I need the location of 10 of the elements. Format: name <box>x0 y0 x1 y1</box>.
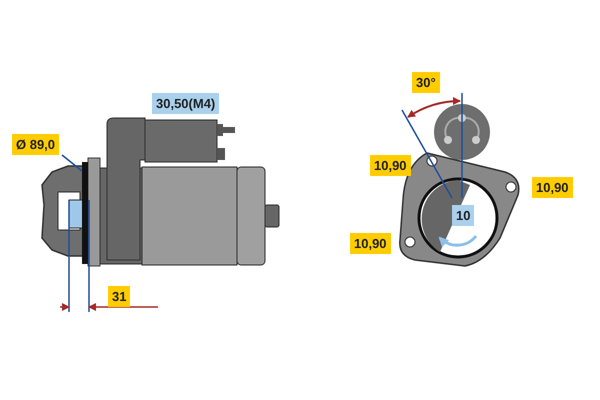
terminal-label: 30,50(M4) <box>152 93 220 114</box>
dimension-label: 31 <box>108 286 130 307</box>
dimension-label: 10,90 <box>370 155 411 176</box>
dimension-label: 10,90 <box>350 233 391 254</box>
flange-seal <box>82 162 88 264</box>
leader-line <box>62 154 82 172</box>
angle-label: 30° <box>412 72 440 93</box>
dimension-label: 10,90 <box>532 177 573 198</box>
tooth-count-label: 10 <box>452 205 474 226</box>
diameter-label: Ø 89,0 <box>12 134 60 155</box>
